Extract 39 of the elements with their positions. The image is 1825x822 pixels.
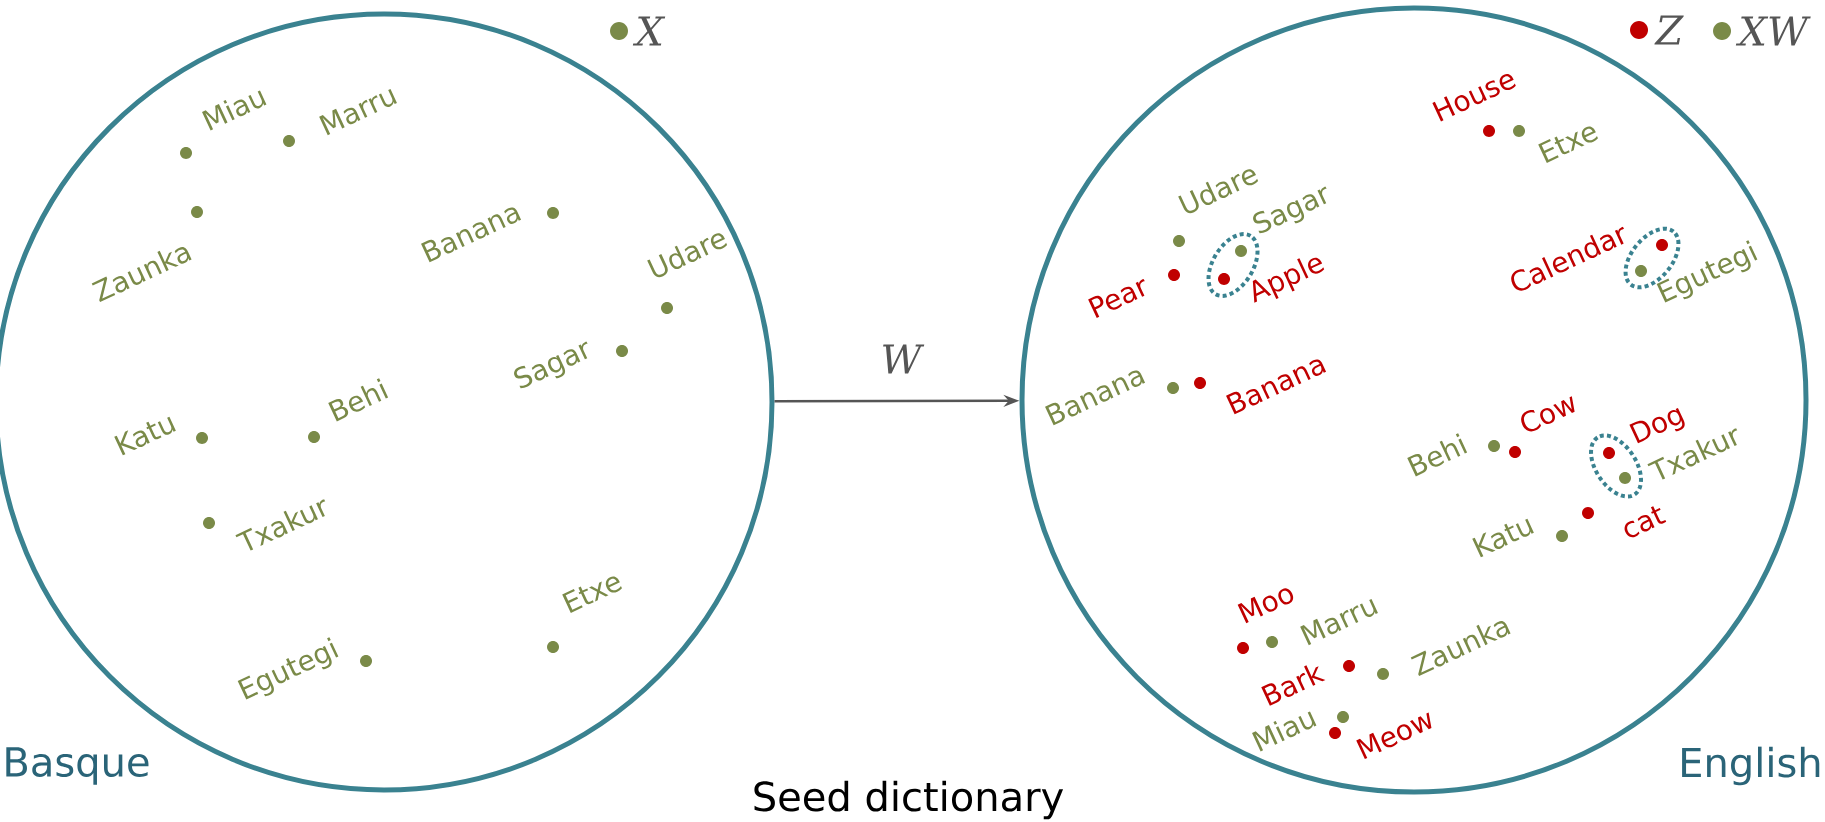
node-label: Katu bbox=[1472, 518, 1534, 558]
node-label: Behi bbox=[1407, 433, 1468, 477]
word-point: Apple bbox=[1218, 257, 1325, 303]
word-point: Katu bbox=[1472, 518, 1568, 558]
word-point: Bark bbox=[1261, 660, 1355, 706]
node-label: Marru bbox=[1300, 599, 1378, 646]
word-point: Behi bbox=[308, 378, 389, 443]
node-label: Sagar bbox=[514, 341, 588, 389]
word-point: Sagar bbox=[514, 341, 628, 389]
node-label: Apple bbox=[1252, 257, 1325, 303]
word-point: Pear bbox=[1088, 269, 1180, 318]
node-label: Moo bbox=[1237, 588, 1294, 624]
word-point: Etxe bbox=[547, 576, 622, 653]
legend-label: XW bbox=[1735, 16, 1811, 46]
word-point: Miau bbox=[180, 90, 267, 159]
node-label: Bark bbox=[1261, 665, 1326, 706]
word-point: cat bbox=[1582, 506, 1667, 538]
legend-label: X bbox=[632, 16, 666, 46]
node-label: Etxe bbox=[1538, 126, 1598, 163]
node-label: Udare bbox=[647, 233, 728, 278]
word-point: Katu bbox=[114, 416, 208, 456]
node-label: Behi bbox=[328, 378, 389, 422]
node-label: Miau bbox=[1252, 711, 1317, 752]
node-label: Pear bbox=[1088, 278, 1145, 318]
word-point: Etxe bbox=[1513, 125, 1598, 163]
node-label: Miau bbox=[202, 90, 267, 131]
node-label: Marru bbox=[319, 89, 397, 136]
word-point: Moo bbox=[1237, 588, 1294, 654]
word-point: Marru bbox=[283, 89, 397, 147]
node-label: Meow bbox=[1356, 712, 1432, 760]
node-label: cat bbox=[1624, 506, 1667, 538]
node-label: Etxe bbox=[562, 576, 622, 613]
word-point: Behi bbox=[1407, 433, 1500, 477]
legend-label: Z bbox=[1654, 15, 1684, 45]
word-point: Udare bbox=[647, 233, 728, 314]
edge-label: W bbox=[883, 344, 925, 374]
node-label: Cow bbox=[1521, 396, 1575, 432]
word-point: Cow bbox=[1509, 396, 1575, 458]
node-label: Katu bbox=[114, 416, 176, 456]
